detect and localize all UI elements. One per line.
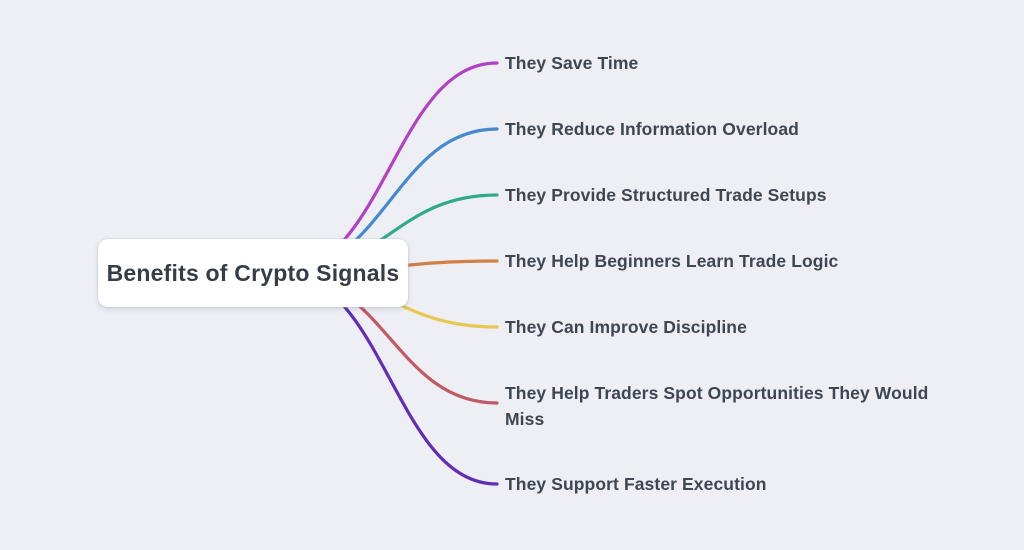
branch-label: They Save Time: [505, 53, 639, 73]
branch-label: They Help Beginners Learn Trade Logic: [505, 251, 839, 271]
root-node-label: Benefits of Crypto Signals: [106, 259, 400, 286]
root-node: Benefits of Crypto Signals: [98, 239, 408, 307]
branch-label: They Help Traders Spot Opportunities The…: [505, 383, 929, 429]
branch-label: They Provide Structured Trade Setups: [505, 185, 827, 205]
branch-label: They Can Improve Discipline: [505, 317, 747, 337]
branch-label: They Reduce Information Overload: [505, 119, 799, 139]
branch-label: They Support Faster Execution: [505, 474, 767, 494]
